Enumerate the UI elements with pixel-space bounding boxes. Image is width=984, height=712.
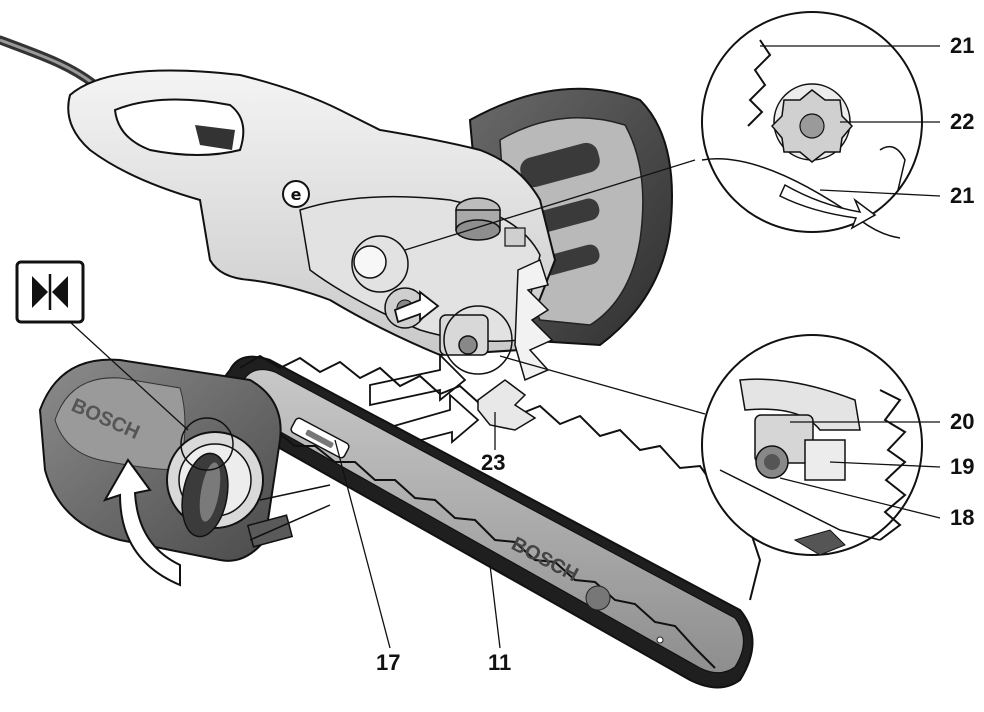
detail-ring-body-upper (351, 235, 409, 293)
svg-text:e: e (291, 185, 302, 204)
callout-23: 23 (481, 450, 506, 475)
callout-21-lower: 21 (950, 183, 975, 208)
callout-17: 17 (376, 650, 401, 675)
callout-22: 22 (950, 109, 975, 134)
chain-cover: BOSCH (38, 358, 294, 562)
callout-19: 19 (950, 454, 975, 479)
callout-21-upper: 21 (950, 33, 975, 58)
callout-18: 18 (950, 505, 975, 530)
saw-body: e (67, 69, 557, 382)
callout-leaders (334, 45, 941, 649)
bowtie-tighten-icon (15, 260, 85, 324)
callout-20: 20 (950, 409, 975, 434)
detail-view-lower (701, 334, 923, 556)
detail-view-upper (701, 11, 923, 239)
callout-11: 11 (488, 650, 512, 675)
rotation-arrow (102, 458, 181, 587)
detail-ring-body-lower (443, 305, 513, 375)
